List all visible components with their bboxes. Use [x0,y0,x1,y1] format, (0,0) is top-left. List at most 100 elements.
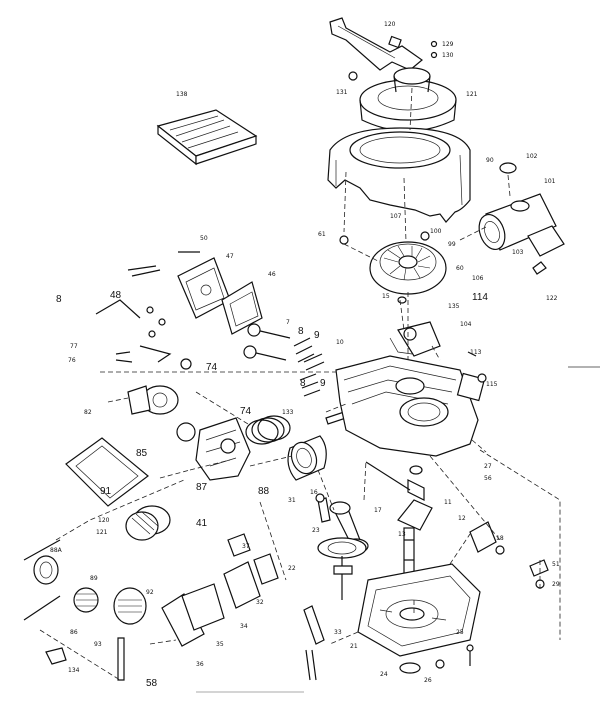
label-21: 21 [350,643,358,650]
label-93: 93 [94,641,102,648]
label-17: 17 [374,507,382,514]
label-47: 47 [226,253,234,260]
label-102: 102 [526,153,538,160]
label-9b: 9 [320,378,326,389]
label-10: 10 [336,339,344,346]
label-120b: 120 [98,517,110,524]
label-58: 58 [146,678,158,689]
label-8b: 8 [298,326,304,337]
cylinder-block [335,355,486,457]
label-48: 48 [110,290,122,301]
governor-rod-parts [95,251,200,363]
label-92: 92 [146,589,154,596]
label-135: 135 [448,303,460,310]
label-7: 7 [286,319,290,326]
label-8c: 8 [300,378,306,389]
label-134: 134 [68,667,80,674]
label-122: 122 [546,295,558,302]
label-61: 61 [318,231,326,238]
label-18: 18 [496,535,504,542]
part-labels: 120 129 130 131 121 138 90 102 101 103 1… [50,21,560,689]
small-fasteners-top [348,40,438,81]
label-26: 26 [424,677,432,684]
intake-gasket-plate [177,257,263,335]
label-121: 121 [466,91,478,98]
leader-lines [39,87,561,681]
label-76: 76 [68,357,76,364]
label-74: 74 [206,362,218,373]
camshaft-gear [317,537,367,600]
label-35: 35 [216,641,224,648]
label-24: 24 [380,671,388,678]
label-100: 100 [430,228,442,235]
label-31: 31 [288,497,296,504]
label-115: 115 [486,381,498,388]
flywheel [339,231,447,295]
owners-manual-book [156,109,258,166]
label-41: 41 [196,518,208,529]
recoil-starter-housing [359,67,457,132]
piston [287,435,327,481]
label-85: 85 [136,448,148,459]
label-56: 56 [484,475,492,482]
air-filter-assembly [23,539,147,681]
label-138: 138 [176,91,188,98]
label-33: 33 [334,629,342,636]
label-12: 12 [458,515,466,522]
label-121b: 121 [96,529,108,536]
label-51: 51 [552,561,560,568]
label-90: 90 [486,157,494,164]
label-114: 114 [472,292,488,303]
label-37: 37 [242,543,250,550]
tappets-bolts [315,493,353,575]
label-15: 15 [382,293,390,300]
label-11: 11 [444,499,452,506]
label-99: 99 [448,241,456,248]
label-113: 113 [470,349,482,356]
fuel-cap [125,505,171,541]
label-91: 91 [100,486,112,497]
valve-parts [243,323,325,397]
label-129: 129 [442,41,454,48]
piston-rings [245,415,291,445]
right-small-parts [467,351,549,589]
label-46: 46 [268,271,276,278]
label-130: 130 [442,52,454,59]
carburetor [127,358,251,481]
label-29: 29 [552,581,560,588]
label-25: 25 [456,629,464,636]
label-8: 8 [56,294,62,305]
oil-pan-base [357,563,481,657]
label-50: 50 [200,235,208,242]
label-88: 88 [258,486,270,497]
blower-housing [327,127,471,223]
label-27: 27 [484,463,492,470]
label-23: 23 [312,527,320,534]
label-131: 131 [336,89,348,96]
bracket-plates [161,533,279,647]
label-86: 86 [70,629,78,636]
label-74b: 74 [240,406,252,417]
label-103: 103 [512,249,524,256]
label-16: 16 [310,489,318,496]
label-77: 77 [70,343,78,350]
label-9: 9 [314,330,320,341]
label-34: 34 [240,623,248,630]
label-87: 87 [196,482,208,493]
label-106: 106 [472,275,484,282]
recoil-starter-handle [329,17,423,71]
label-120: 120 [384,21,396,28]
label-107: 107 [390,213,402,220]
label-60: 60 [456,265,464,272]
muffler [478,162,565,275]
label-82: 82 [84,409,92,416]
label-104: 104 [460,321,472,328]
label-88a: 88A [50,547,63,554]
label-133: 133 [282,409,294,416]
air-cleaner-cover [65,437,149,507]
oil-fill-tube [303,605,325,681]
label-36: 36 [196,661,204,668]
label-22: 22 [288,565,296,572]
